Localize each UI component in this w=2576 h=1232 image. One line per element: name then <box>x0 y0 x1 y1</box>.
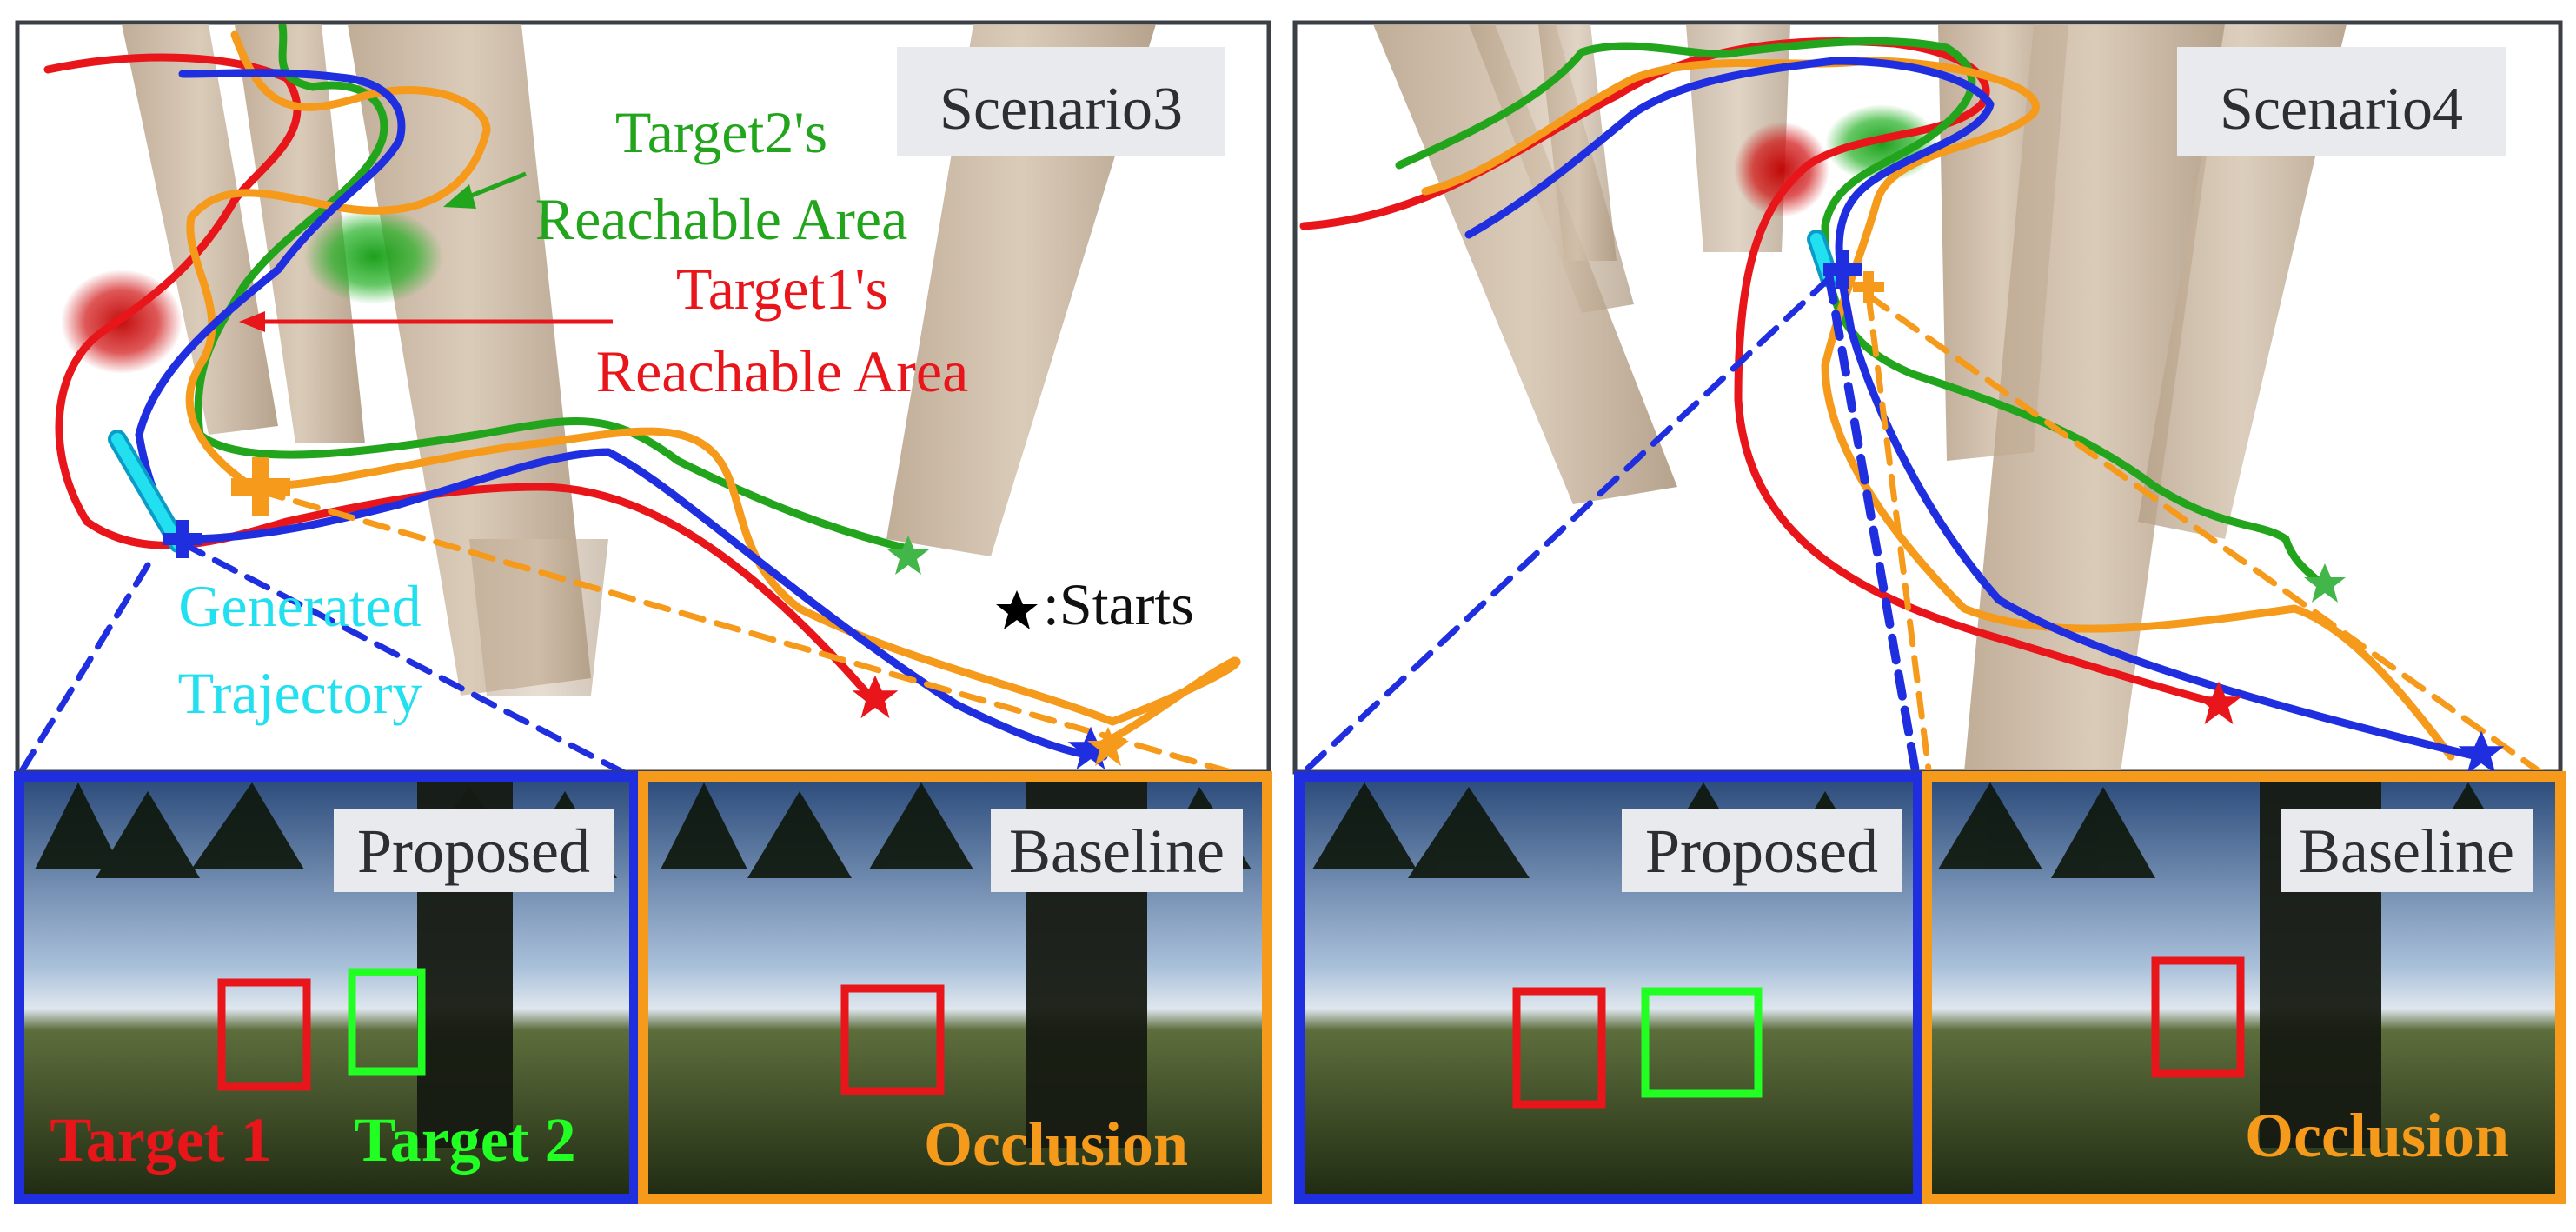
proposed-position-marker <box>163 520 202 558</box>
s4-target2-detection-box <box>1641 987 1763 1098</box>
s4-proposed-label-box <box>1622 809 1902 892</box>
s4-baseline-view-connector-right <box>1865 292 2544 770</box>
target1-area-arrow <box>239 311 613 332</box>
baseline-target-detection-box <box>840 984 945 1095</box>
scenario3-panel: Target2's Reachable Area Target1's Reach… <box>14 20 1272 1204</box>
s4-baseline-label-box <box>2281 809 2533 892</box>
s4-proposed-view-connector-left <box>1301 275 1833 770</box>
scenario4-baseline-view: Baseline Occlusion <box>1922 771 2566 1204</box>
scenario4-proposed-view: Proposed <box>1294 771 1923 1204</box>
target1-area-label-line1: Target1's <box>676 256 888 322</box>
s4-occlusion-caption: Occlusion <box>2245 1101 2509 1170</box>
scenario3-baseline-view: Baseline Occlusion <box>638 771 1272 1204</box>
s4-proposed-view-label: Proposed <box>1645 816 1878 886</box>
scenario3-proposed-view: Proposed Target 1 Target 2 <box>14 771 640 1204</box>
s4-baseline-trajectory <box>1421 57 2455 761</box>
generated-trajectory-label-line2: Trajectory <box>178 660 422 726</box>
target1-trajectory <box>43 53 873 700</box>
baseline-label-box <box>991 809 1243 892</box>
s4-proposed-view-connector-right <box>1825 274 1920 770</box>
baseline-view-connector <box>257 488 1236 770</box>
s4-baseline-view-label: Baseline <box>2299 816 2514 886</box>
s4-proposed-trajectory <box>1464 57 2481 761</box>
s4-baseline-target-detection-box <box>2151 956 2245 1078</box>
target2-detection-box <box>348 968 426 1076</box>
starts-legend-label: :Starts <box>1043 571 1194 637</box>
scenario3-trajectories <box>19 24 1241 770</box>
proposed-label-box <box>334 809 614 892</box>
baseline-position-marker <box>231 457 290 516</box>
target2-reachable-blob <box>304 209 443 304</box>
generated-trajectory-label-line1: Generated <box>178 573 421 639</box>
s4-target1-trajectory <box>1299 37 2229 709</box>
s4-target2-trajectory <box>1395 37 2334 596</box>
target2-area-arrow <box>443 171 527 209</box>
s4-baseline-view-connector-left <box>1865 292 1932 770</box>
target1-detection-box <box>217 978 311 1091</box>
scenario4-label: Scenario4 <box>2220 76 2463 143</box>
target2-area-label-line1: Target2's <box>615 99 827 165</box>
target1-area-label-line2: Reachable Area <box>596 338 969 404</box>
scenario4-label-box <box>2177 47 2506 156</box>
target1-reachable-blob-s4 <box>1734 122 1829 217</box>
baseline-view-label: Baseline <box>1009 816 1225 886</box>
scenario4-trajectories <box>1299 37 2544 770</box>
s4-proposed-position-marker <box>1823 250 1862 289</box>
s4-baseline-position-marker <box>1853 271 1884 303</box>
s4-target1-detection-box <box>1512 987 1606 1109</box>
scenario4-panel: Scenario4 Proposed Basel <box>1292 20 2566 1204</box>
scenario3-label: Scenario3 <box>939 76 1183 143</box>
proposed-view-connector-left <box>19 562 151 770</box>
target2-caption: Target 2 <box>354 1105 575 1175</box>
occlusion-caption: Occlusion <box>924 1109 1188 1179</box>
target1-caption: Target 1 <box>50 1105 271 1175</box>
baseline-trajectory <box>185 30 1241 752</box>
proposed-view-connector-right <box>179 540 627 770</box>
target2-area-label-line2: Reachable Area <box>535 186 908 252</box>
scenario3-label-box <box>897 47 1225 156</box>
proposed-view-label: Proposed <box>357 816 590 886</box>
